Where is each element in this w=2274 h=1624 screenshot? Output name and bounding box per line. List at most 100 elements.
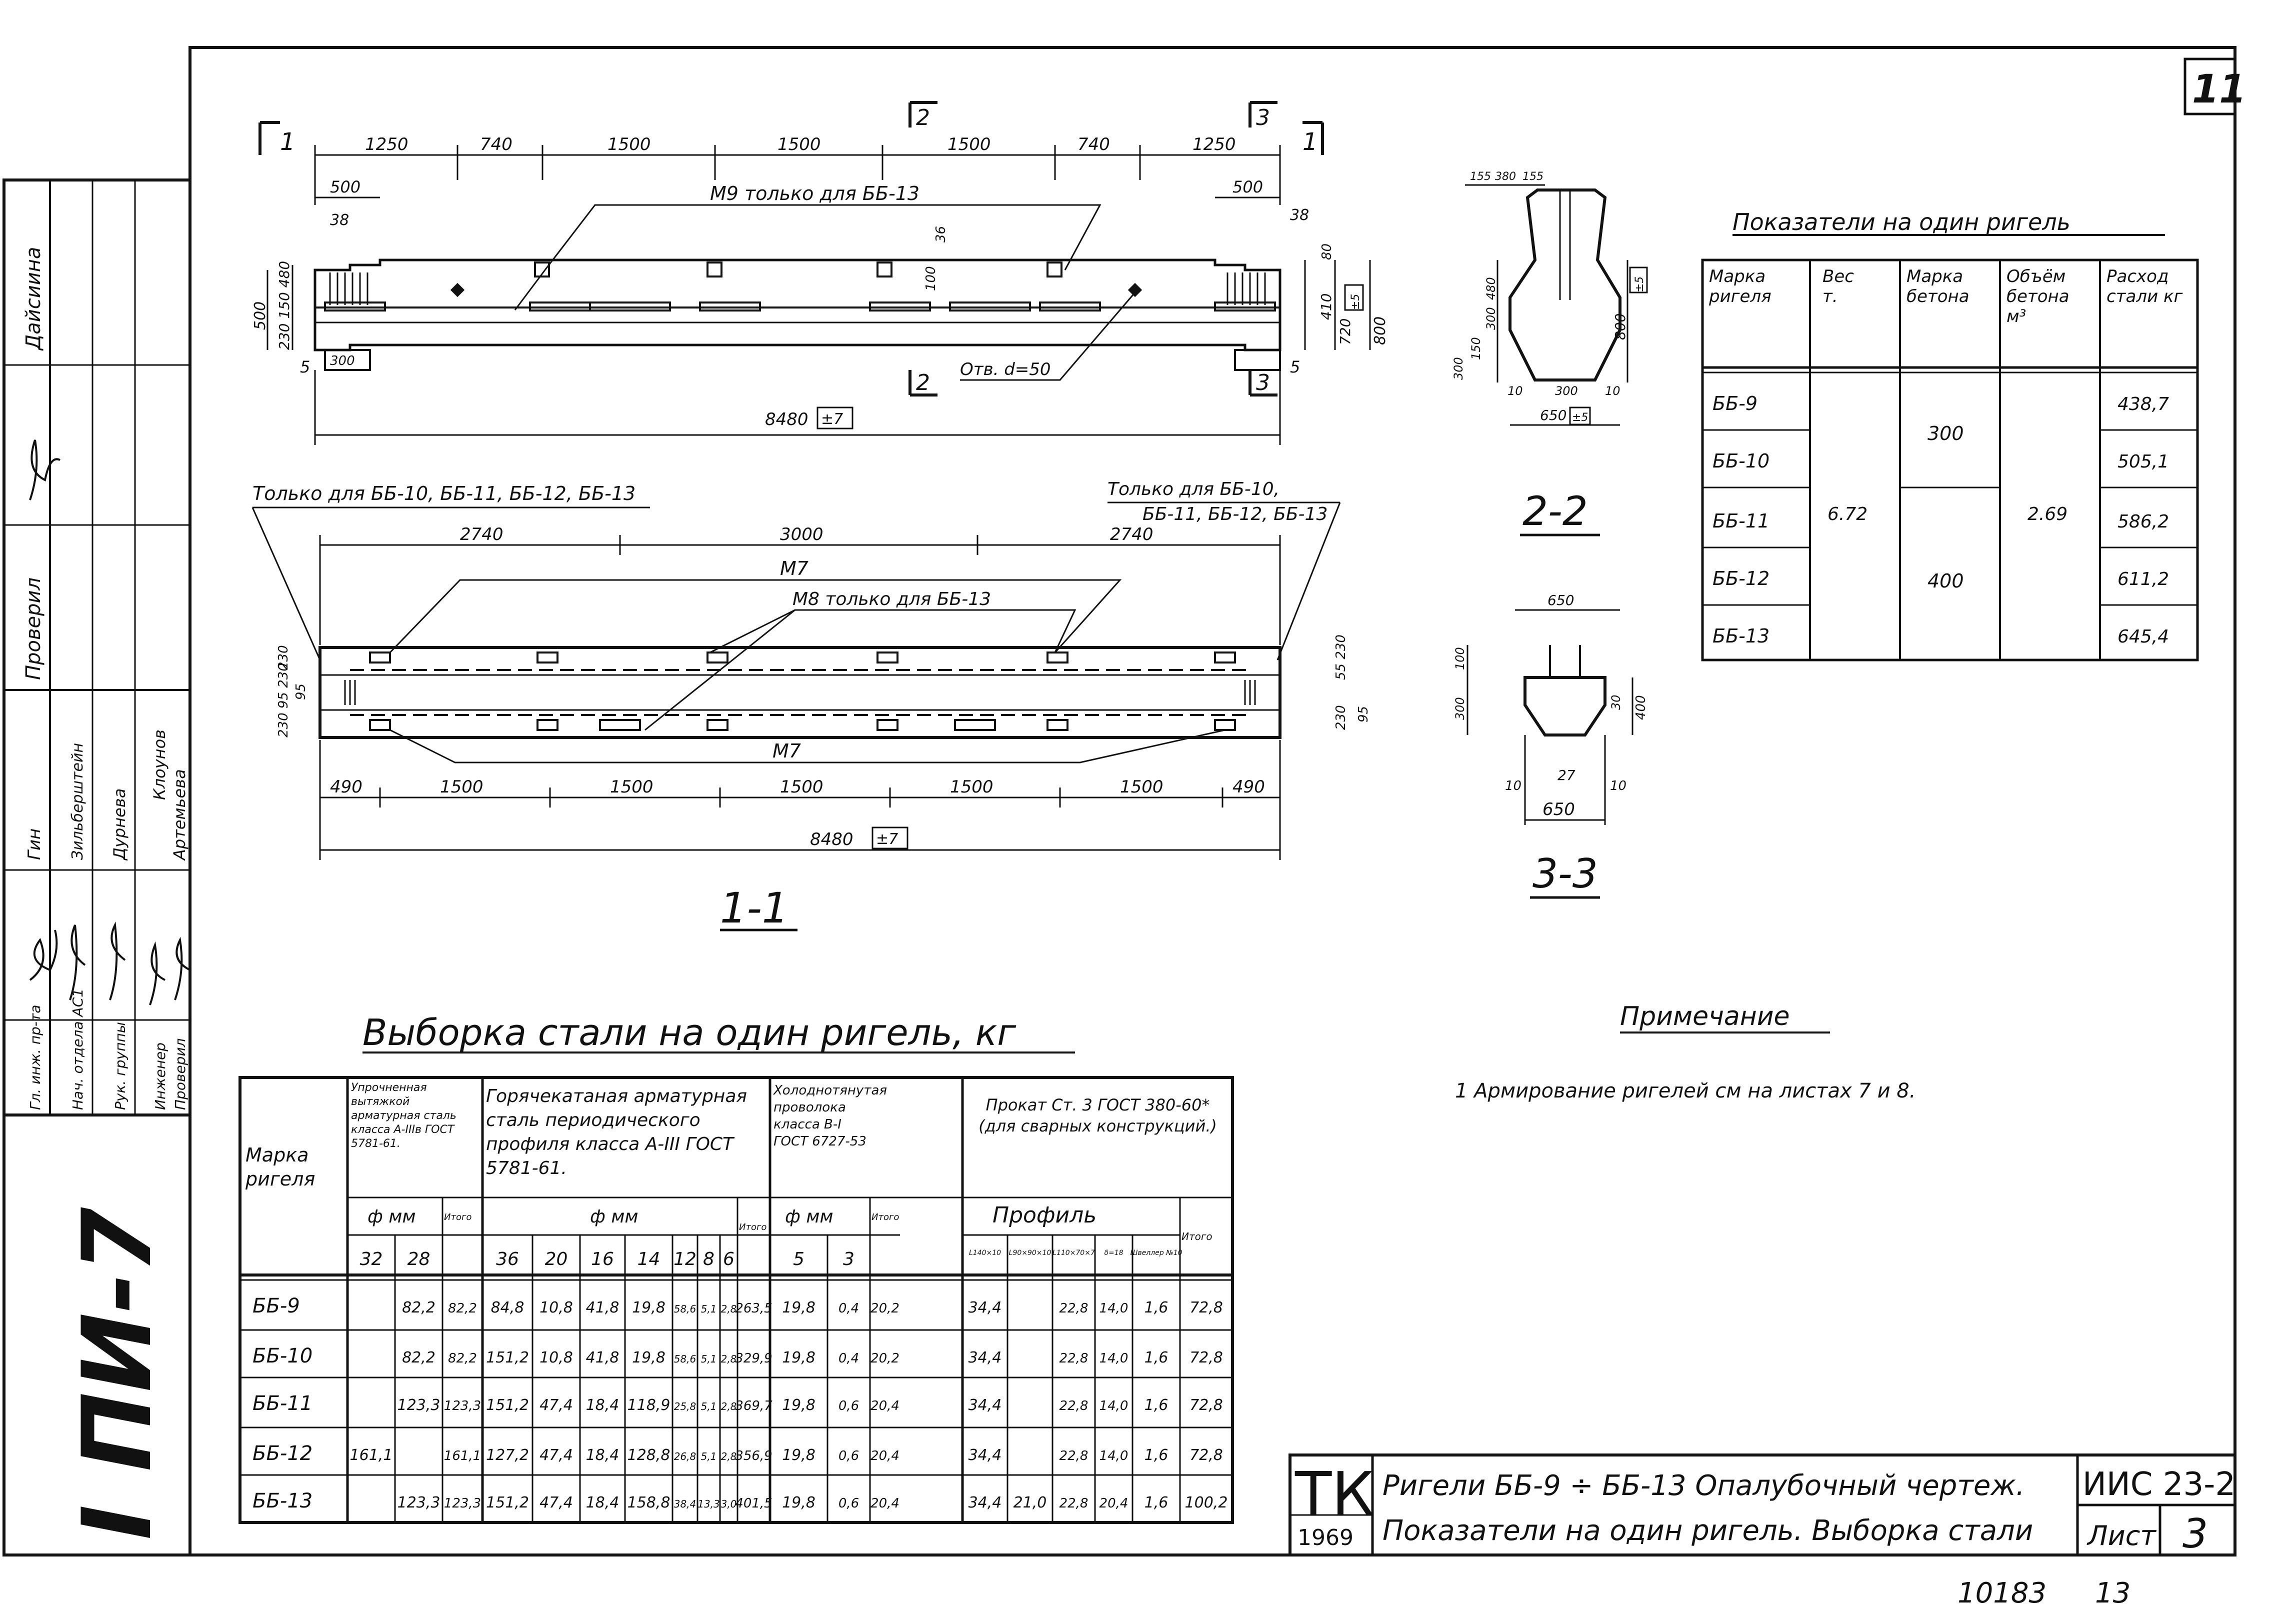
steel-cell: 20,4 [1100,1496,1128,1511]
steel-sub-profile: L110×70×7 [1052,1249,1095,1257]
svg-text:2: 2 [916,370,930,396]
s22-left-dim-300a: 300 [1484,307,1498,330]
s22-top-dim-0: 155 [1470,170,1491,183]
side-panel: Дайсиина Проверил Гл. инж. пр-та Нач. от… [2,178,192,1556]
side-label-top-1: Проверил [22,578,45,680]
steel-cell: 34,4 [968,1396,1002,1414]
elev-dim-5-left: 5 [300,358,310,376]
elev-dim-1250-right: 1250 [1192,134,1236,154]
ind-steel-2: 586,2 [2118,512,2169,532]
steel-cell: 123,3 [398,1494,440,1512]
s22-right-dim-800: 800 [1612,314,1628,340]
tb-code: ИИС 23-2 [2082,1466,2236,1503]
section-mark-1-right: 1 [1302,121,1324,156]
steel-cell: 58,6 [674,1303,696,1315]
steel-cell: 82,2 [448,1301,477,1316]
ind-mark-4: ББ-13 [1712,625,1770,647]
ind-steel-3: 611,2 [2118,569,2169,590]
steel-h-group2: Горячекатаная арматурная сталь периодиче… [486,1086,748,1178]
steel-sub-dia-g2: 6 [723,1249,734,1270]
ind-mark-1: ББ-10 [1712,450,1770,472]
s33-width: 650 [1542,800,1575,820]
steel-sub-dia-g2: 14 [638,1249,660,1270]
s33-caption: 3-3 [1532,850,1598,897]
signatures [29,440,190,1006]
steel-cell: 58,6 [674,1353,696,1365]
plan-bdim-1500-1: 1500 [440,777,484,797]
footer-page: 13 [2095,1577,2130,1610]
side-role-0: Гл. инж. пр-та [27,1005,44,1110]
section-mark-1-left: 1 [258,121,296,156]
s22-bottom-dim-10a: 10 [1508,384,1523,398]
steel-cell: 19,8 [782,1299,816,1316]
steel-cell: 2,8 [721,1303,737,1315]
steel-cell: 82,2 [402,1349,436,1366]
steel-cell: 128,8 [628,1446,670,1464]
steel-cell: 47,4 [540,1396,573,1414]
steel-cell: 151,2 [486,1396,529,1414]
steel-h-dia-2: ф мм [590,1206,638,1227]
callout-hole: Отв. d=50 [960,360,1051,380]
elev-dim-1500-2: 1500 [778,134,821,154]
steel-sub-dia-g2: 8 [703,1249,714,1270]
plan-view: Только для ББ-10, ББ-11, ББ-12, ББ-13 То… [252,479,1371,932]
elev-dim-100: 100 [924,266,938,291]
steel-cell: 72,8 [1190,1349,1223,1366]
s22-top-dim-1: 380 [1495,170,1516,183]
section-mark-3-top: 3 [1248,101,1278,130]
plan-right-dim-stack: 55 230 [1334,634,1348,680]
steel-cell: 19,8 [632,1349,666,1366]
plan-bdim-1500-5: 1500 [1120,777,1164,797]
plan-dim-3000: 3000 [780,524,824,544]
steel-cell: 19,8 [782,1446,816,1464]
steel-cell: 0,4 [838,1301,859,1316]
steel-cell: 19,8 [782,1349,816,1366]
plan-note-right-2: ББ-11, ББ-12, ББ-13 [1142,504,1328,524]
elev-dim-740-left: 740 [480,134,512,154]
steel-h-total-3: Итого [872,1212,899,1222]
steel-cell: 82,2 [448,1351,477,1366]
steel-h-total-4: Итого [1182,1230,1212,1242]
steel-cell: 100,2 [1185,1494,1228,1512]
title-block: ТК 1969 Ригели ББ-9 ÷ ББ-13 Опалубочный … [1288,1454,2236,1557]
steel-cell: 25,8 [674,1400,696,1412]
s33-left-dim-100: 100 [1453,647,1467,670]
steel-cell: 82,2 [402,1299,436,1316]
plan-dim-2740-right: 2740 [1110,524,1154,544]
sheet-number-top: 11 [2192,67,2246,112]
note-title: Примечание [1620,1002,1790,1032]
steel-cell: 34,4 [968,1494,1002,1512]
ind-header-steel: Расход стали кг [2106,266,2183,306]
steel-sub-profile: δ=18 [1104,1249,1123,1257]
elev-dim-500-left: 500 [330,178,360,196]
s22-bottom-dim-10b: 10 [1605,384,1620,398]
side-label-top-0: Дайсиина [22,247,45,351]
steel-sub-dia-g2: 20 [545,1249,568,1270]
steel-cell: 123,3 [444,1398,481,1414]
elev-left-dim-500: 500 [252,302,269,330]
steel-cell: 151,2 [486,1494,529,1512]
side-name-4: Артемьева [170,769,189,861]
steel-cell: 401,5 [735,1496,772,1511]
steel-cell: 20,4 [870,1448,900,1464]
steel-sub-dia-g2: 12 [674,1249,696,1270]
section-mark-2-bottom: 2 [908,370,938,396]
elev-right-dim-800: 800 [1372,316,1389,345]
plan-caption: 1-1 [720,884,788,932]
plan-right-dim-230: 230 [1334,705,1348,730]
steel-cell: 1,6 [1144,1446,1168,1464]
tb-logo: ТК [1294,1460,1374,1530]
steel-cell: 0,6 [838,1448,859,1464]
side-role-2: Рук. группы [112,1022,128,1110]
elev-dim-38-left: 38 [330,212,349,229]
s22-bottom-dim-300: 300 [1555,384,1578,398]
s22-width-tol: ±5 [1572,412,1588,424]
side-role-3: Инженер [152,1042,168,1110]
steel-cell: 263,5 [735,1301,772,1316]
steel-cell: 14,0 [1100,1351,1128,1366]
steel-cell: 161,1 [444,1448,481,1464]
steel-h-group4: Прокат Ст. 3 ГОСТ 380-60* (для сварных к… [978,1096,1217,1136]
steel-h-group1: Упрочненная вытяжкой арматурная сталь кл… [351,1082,456,1150]
